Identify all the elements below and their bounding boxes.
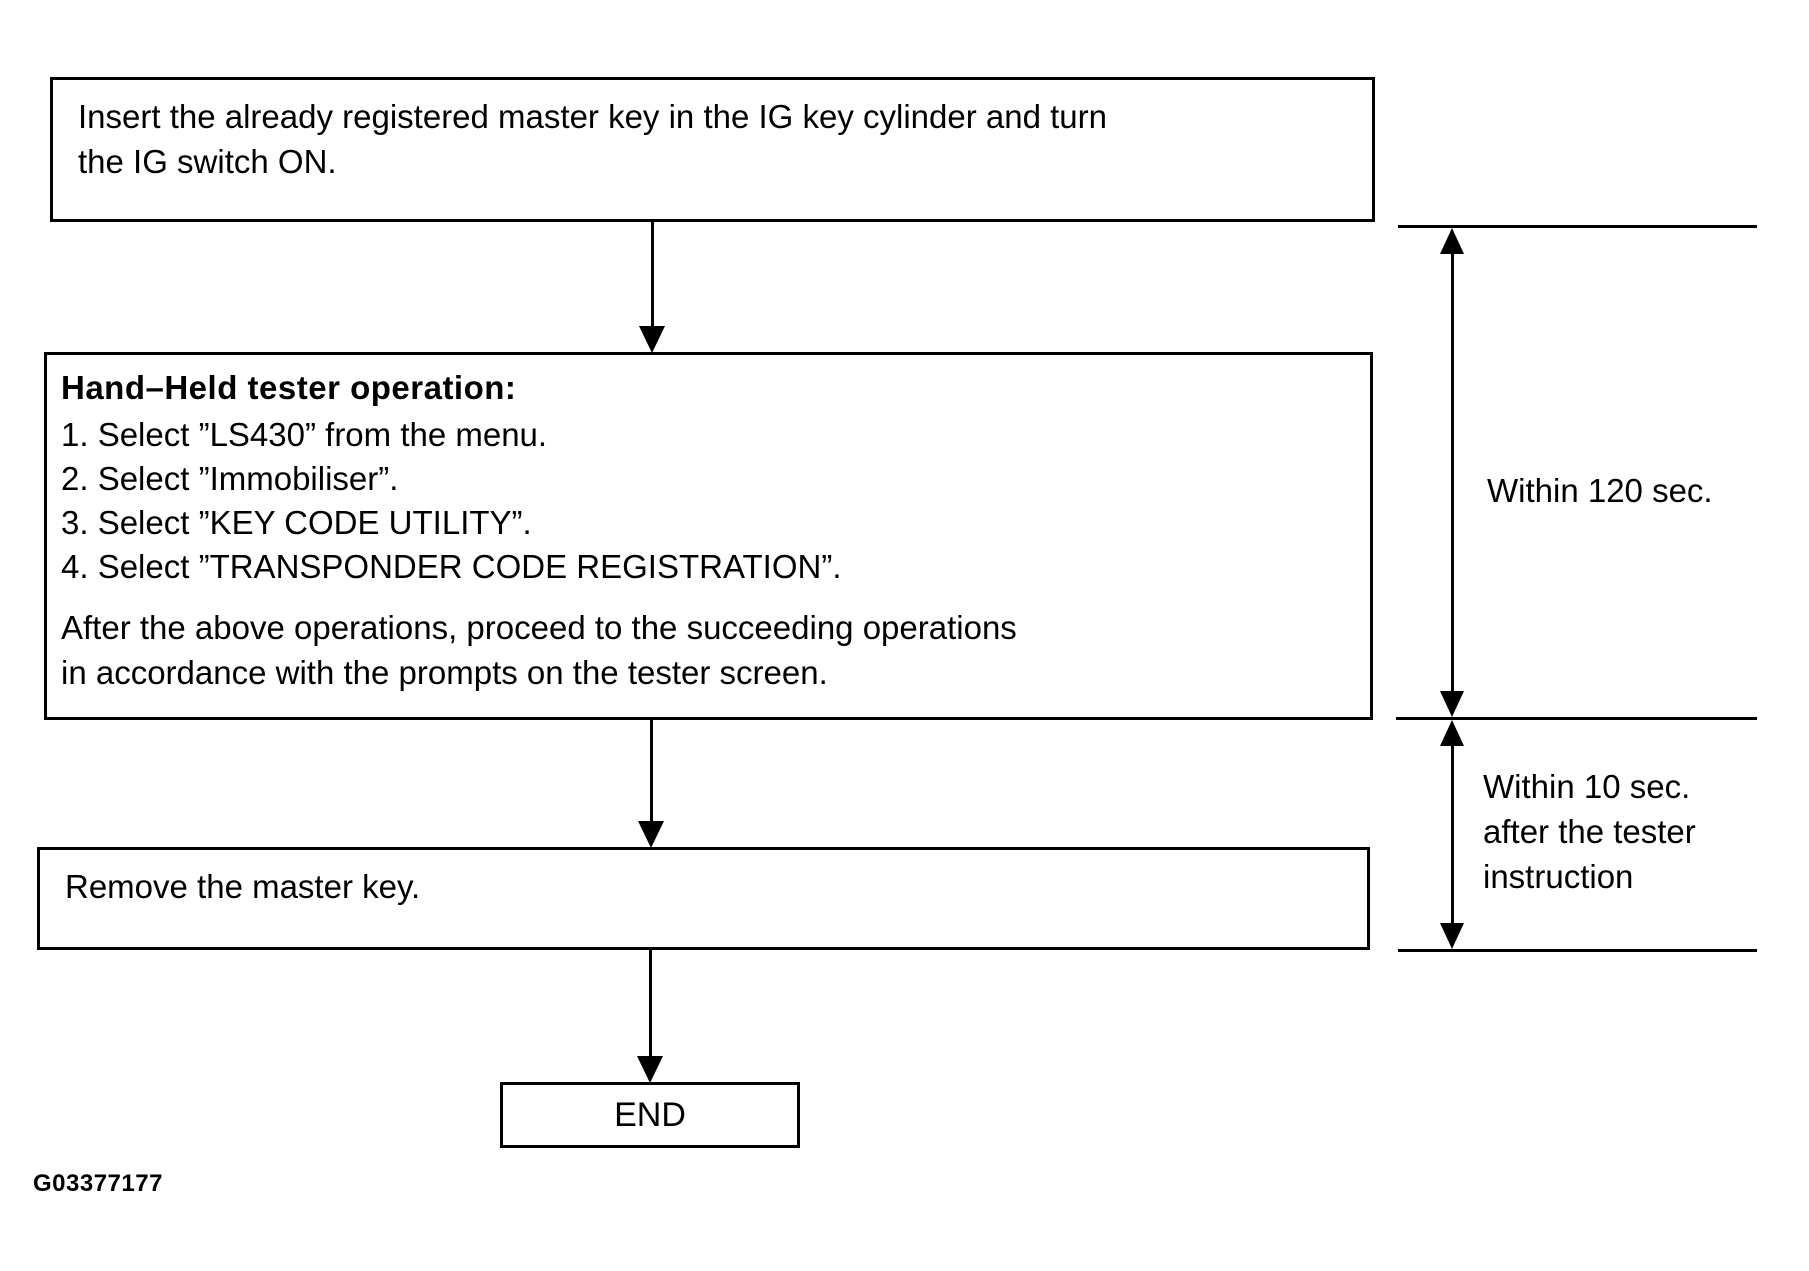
arrowhead-up-icon (1440, 720, 1464, 746)
timing-tick-bottom (1398, 949, 1757, 952)
tester-operation-heading: Hand–Held tester operation: (61, 369, 517, 406)
arrowhead-down-icon (639, 326, 665, 353)
arrowhead-down-icon (637, 1056, 663, 1083)
timing-arrow-120-line (1451, 248, 1454, 694)
step-box-insert-key: Insert the already registered master key… (50, 77, 1375, 222)
timing-tick-top (1398, 225, 1757, 228)
timing-arrow-10-line (1451, 740, 1454, 926)
step-box-tester-operation: Hand–Held tester operation: 1. Select ”L… (44, 352, 1373, 720)
timing-label-120-sec: Within 120 sec. (1487, 472, 1713, 509)
step-box-remove-key: Remove the master key. (37, 847, 1370, 950)
remove-key-text: Remove the master key. (65, 868, 421, 905)
tester-step-2: 2. Select ”Immobiliser”. (61, 460, 399, 497)
tester-step-3: 3. Select ”KEY CODE UTILITY”. (61, 504, 532, 541)
figure-id: G03377177 (33, 1170, 163, 1197)
tester-step-4: 4. Select ”TRANSPONDER CODE REGISTRATION… (61, 548, 842, 585)
timing-label-10-line2: after the tester (1483, 813, 1696, 850)
tester-note-line1: After the above operations, proceed to t… (61, 609, 1017, 646)
flow-arrow-1-line (651, 222, 654, 328)
insert-key-text-line1: Insert the already registered master key… (78, 98, 1107, 135)
end-box: END (500, 1082, 800, 1148)
timing-label-10-sec: Within 10 sec. after the tester instruct… (1483, 764, 1696, 899)
tester-step-1: 1. Select ”LS430” from the menu. (61, 416, 548, 453)
insert-key-text-line2: the IG switch ON. (78, 143, 337, 180)
flow-arrow-2-line (650, 720, 653, 823)
timing-label-10-line3: instruction (1483, 858, 1634, 895)
arrowhead-down-icon (1440, 691, 1464, 717)
timing-tick-middle (1396, 717, 1757, 720)
timing-label-10-line1: Within 10 sec. (1483, 768, 1691, 805)
arrowhead-down-icon (638, 821, 664, 848)
end-label: END (614, 1095, 686, 1134)
arrowhead-up-icon (1440, 228, 1464, 254)
tester-note-line2: in accordance with the prompts on the te… (61, 654, 828, 691)
flow-arrow-3-line (649, 950, 652, 1058)
arrowhead-down-icon (1440, 923, 1464, 949)
